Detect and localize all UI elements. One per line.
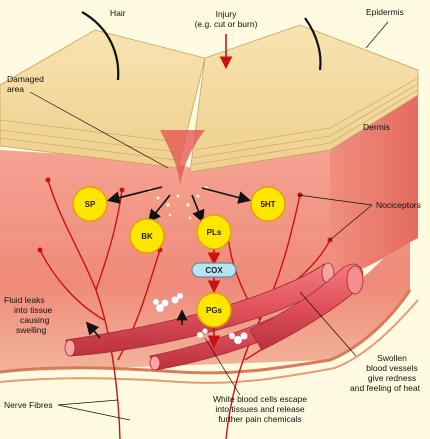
node-5ht: 5HT xyxy=(250,186,286,222)
tissue-edge-inner xyxy=(0,299,419,384)
epidermis-right xyxy=(189,24,419,173)
label-fluid-4: swelling xyxy=(16,325,47,335)
hair-right xyxy=(304,17,322,71)
node-sp-label: SP xyxy=(85,200,96,209)
hair-left xyxy=(81,11,120,81)
label-injury: Injury xyxy=(216,9,238,19)
node-cox-label: COX xyxy=(205,266,223,275)
node-bk-label: BK xyxy=(141,232,153,241)
label-wbc-1: White blood cells escape xyxy=(213,394,307,404)
label-fluid-1: Fluid leaks xyxy=(4,295,45,305)
node-pls: PLs xyxy=(196,214,232,250)
fluid-arrow xyxy=(85,321,101,339)
label-wbc-2: into tissues and release xyxy=(215,404,305,414)
node-pgs: PGs xyxy=(196,292,232,328)
node-bk: BK xyxy=(129,218,165,254)
leader-lines xyxy=(29,91,373,421)
white-blood-cells xyxy=(152,292,248,345)
label-swollen-1: Swollen xyxy=(377,353,407,363)
label-wbc-3: further pain chemicals xyxy=(218,414,301,424)
label-epidermis: Epidermis xyxy=(366,7,404,17)
node-sp: SP xyxy=(72,186,108,222)
label-swollen-3: give redness xyxy=(368,373,416,383)
label-dermis: Dermis xyxy=(363,122,390,132)
epidermis-left xyxy=(0,29,206,169)
label-hair: Hair xyxy=(110,8,126,18)
label-nociceptors: Nociceptors xyxy=(376,200,421,210)
epidermis-cell-texture xyxy=(0,77,419,166)
node-pls-label: PLs xyxy=(207,228,222,237)
label-fluid-3: causing xyxy=(20,315,50,325)
label-fluid-2: into tissue xyxy=(14,305,53,315)
release-arrows xyxy=(106,186,252,223)
label-nerve-fibres: Nerve Fibres xyxy=(4,400,53,410)
label-damaged-area: Damaged xyxy=(7,74,44,84)
epidermis-leader xyxy=(365,21,389,49)
swollen-vessel-end xyxy=(346,265,364,295)
wound-cleft xyxy=(160,130,205,185)
node-cox: COX xyxy=(191,262,237,278)
label-damaged-area-2: area xyxy=(7,84,24,94)
label-injury-example: (e.g. cut or burn) xyxy=(195,19,258,29)
label-swollen-2: blood vessels xyxy=(366,363,418,373)
node-5ht-label: 5HT xyxy=(260,200,275,209)
dermis-side xyxy=(330,90,418,280)
label-swollen-4: and feeling of heat xyxy=(350,383,421,393)
node-pgs-label: PGs xyxy=(206,306,223,315)
tissue-edge xyxy=(0,289,412,375)
swollen-vessel xyxy=(249,263,364,351)
